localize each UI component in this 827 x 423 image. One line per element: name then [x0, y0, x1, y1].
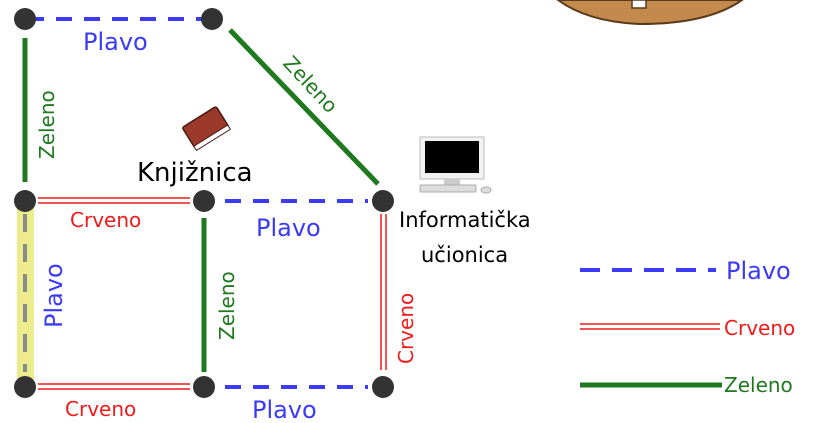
edge-bottom-right-label: Plavo	[252, 396, 317, 423]
edge-middle-left-label: Crveno	[70, 208, 141, 232]
edge-left-upper-label: Zeleno	[35, 90, 59, 159]
legend: Plavo Crveno Zeleno	[580, 257, 795, 397]
edge-diagonal	[228, 28, 380, 186]
computer-icon	[419, 136, 492, 194]
legend-blue-label: Plavo	[726, 257, 791, 285]
edge-bottom-left	[38, 383, 190, 390]
graph-node-computer-room	[372, 190, 394, 212]
edge-diagonal-label: Zeleno	[278, 51, 342, 118]
edge-middle-left	[38, 197, 190, 204]
edge-right-vertical	[380, 214, 387, 370]
graph-node-top-left	[14, 8, 36, 30]
graph-node-library	[193, 190, 215, 212]
edge-right-vertical-label: Crveno	[394, 293, 418, 364]
graph-node-bottom-middle	[193, 376, 215, 398]
edge-left-lower	[17, 200, 34, 386]
graph-node-top-middle	[201, 8, 223, 30]
graph-node-bottom-right	[372, 376, 394, 398]
legend-red-swatch	[580, 323, 720, 330]
computer-room-label-line1: Informatička	[399, 208, 531, 232]
book-icon	[182, 106, 232, 152]
edge-top-label: Plavo	[83, 28, 148, 56]
legend-green-label: Zeleno	[724, 373, 793, 397]
legend-red-label: Crveno	[724, 316, 795, 340]
edge-left-lower-label: Plavo	[40, 263, 68, 328]
graph-node-bottom-left	[14, 376, 36, 398]
edge-bottom-left-label: Crveno	[65, 397, 136, 421]
graph-node-middle-left	[14, 190, 36, 212]
edge-center-vertical-label: Zeleno	[215, 271, 239, 340]
computer-room-label-line2: učionica	[421, 243, 508, 267]
library-label: Knjižnica	[137, 158, 253, 188]
edge-middle-right-label: Plavo	[256, 214, 321, 242]
beaver-mascot-icon	[556, 0, 744, 26]
